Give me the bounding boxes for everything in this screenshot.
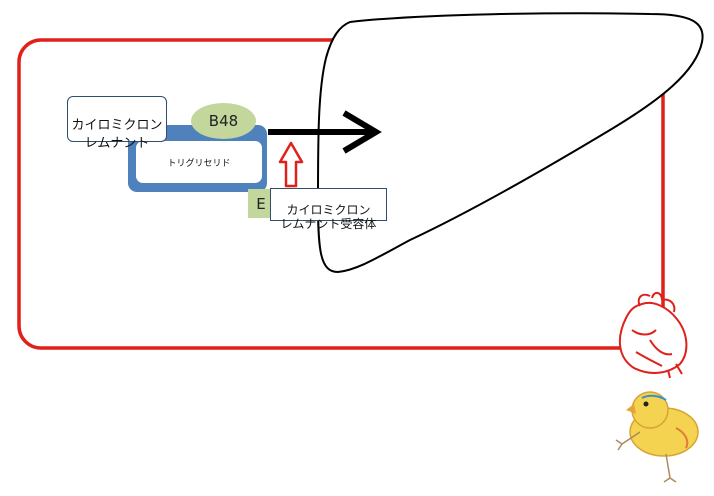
chylomicron-remnant-label: カイロミクロン レムナント <box>71 118 163 151</box>
heart-icon <box>618 292 688 379</box>
triglyceride-label: トリグリセリド <box>167 158 231 169</box>
apob48-badge: B48 <box>191 103 256 139</box>
triglyceride-core: トリグリセリド <box>136 141 262 183</box>
remnant-receptor-box: カイロミクロン レムナント受容体 <box>270 188 387 231</box>
chylomicron-remnant-label-box: カイロミクロン レムナント <box>67 96 167 151</box>
apoe-badge: E <box>248 189 274 218</box>
apob48-label: B48 <box>208 112 239 130</box>
receptor-label: カイロミクロン レムナント受容体 <box>280 203 377 231</box>
uptake-arrow <box>278 141 304 188</box>
apoe-label: E <box>256 194 266 213</box>
liver-outline <box>316 12 704 274</box>
chick-icon <box>615 391 699 483</box>
transport-arrow <box>268 110 382 154</box>
